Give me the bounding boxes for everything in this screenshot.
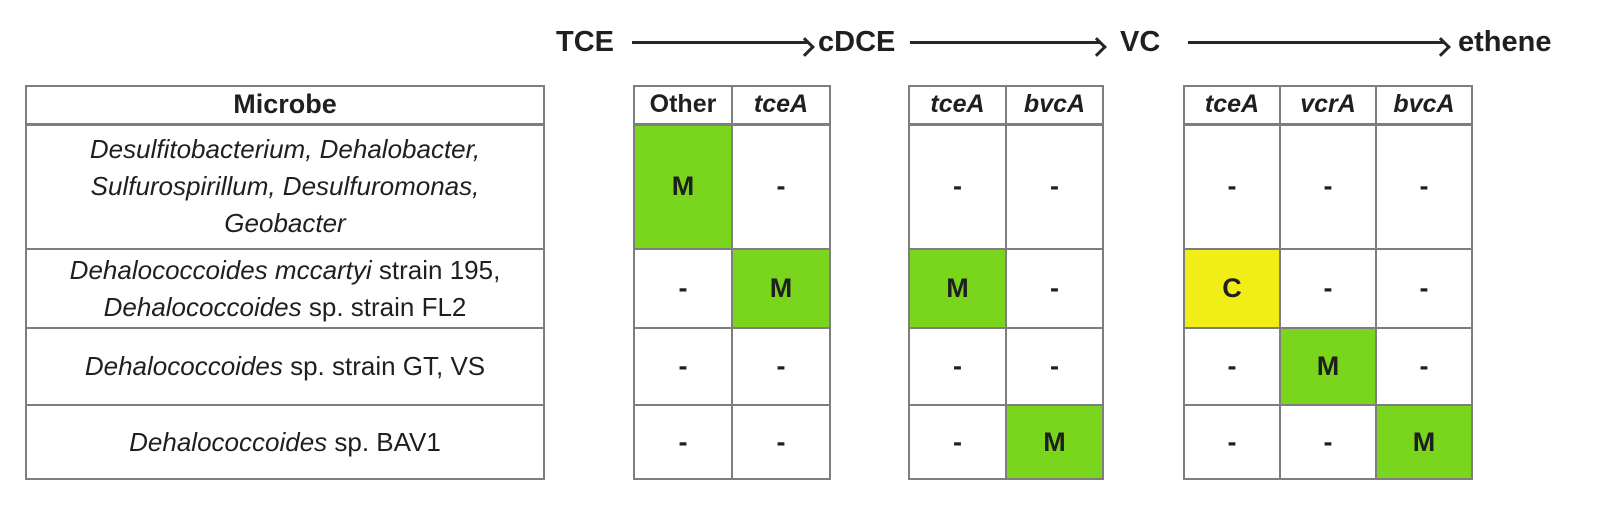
gene-column-header: tceA — [908, 85, 1007, 126]
gene-cell: - — [1183, 123, 1281, 250]
microbe-row: Dehalococcoides mccartyi strain 195,Deha… — [25, 248, 545, 329]
gene-row: -- — [633, 404, 831, 480]
gene-cell: M — [1005, 404, 1104, 480]
gene-cell: C — [1183, 248, 1281, 329]
gene-row: C-- — [1183, 248, 1473, 329]
gene-cell: - — [731, 123, 831, 250]
gene-row: M- — [633, 123, 831, 250]
gene-cell: - — [633, 327, 733, 406]
gene-cell: - — [1005, 327, 1104, 406]
gene-row: -M- — [1183, 327, 1473, 406]
gene-cell: - — [908, 404, 1007, 480]
gene-cell: - — [633, 248, 733, 329]
gene-cell: - — [1183, 404, 1281, 480]
gene-column-header: bvcA — [1005, 85, 1104, 126]
gene-cell: - — [908, 327, 1007, 406]
gene-column-header: vcrA — [1279, 85, 1377, 126]
gene-cell: - — [731, 404, 831, 480]
gene-cell: M — [633, 123, 733, 250]
gene-cell: - — [1375, 248, 1473, 329]
compound-label-ethene: ethene — [1458, 26, 1552, 58]
gene-row: -- — [908, 327, 1104, 406]
gene-cell: - — [1005, 123, 1104, 250]
gene-row: -- — [633, 327, 831, 406]
microbe-row: Dehalococcoides sp. BAV1 — [25, 404, 545, 480]
gene-row: -- — [908, 123, 1104, 250]
gene-cell: - — [908, 123, 1007, 250]
gene-row: M- — [908, 248, 1104, 329]
gene-cell: - — [1279, 404, 1377, 480]
gene-cell: M — [731, 248, 831, 329]
microbe-header: Microbe — [25, 85, 545, 126]
gene-column-header: bvcA — [1375, 85, 1473, 126]
microbe-table: Microbe Desulfitobacterium, Dehalobacter… — [25, 85, 545, 480]
gene-cell: - — [1375, 327, 1473, 406]
compound-label-vc: VC — [1120, 26, 1161, 58]
gene-cell: - — [1005, 248, 1104, 329]
gene-row: -M — [633, 248, 831, 329]
microbe-name-cell: Dehalococcoides sp. BAV1 — [25, 404, 545, 480]
gene-column-header: tceA — [1183, 85, 1281, 126]
gene-cell: - — [1279, 248, 1377, 329]
gene-cell: - — [731, 327, 831, 406]
gene-row: --- — [1183, 123, 1473, 250]
gene-cell: M — [908, 248, 1007, 329]
compound-label-cdce: cDCE — [818, 26, 896, 58]
microbe-header-row: Microbe — [25, 85, 545, 126]
gene-column-header: tceA — [731, 85, 831, 126]
microbe-row: Desulfitobacterium, Dehalobacter,Sulfuro… — [25, 123, 545, 250]
gene-cell: - — [633, 404, 733, 480]
right-arrow-icon — [632, 41, 808, 44]
gene-cell: M — [1279, 327, 1377, 406]
gene-column-header: Other — [633, 85, 733, 126]
gene-row: --M — [1183, 404, 1473, 480]
right-arrow-icon — [1188, 41, 1444, 44]
microbe-name-cell: Dehalococcoides mccartyi strain 195,Deha… — [25, 248, 545, 329]
gene-cell: - — [1375, 123, 1473, 250]
microbe-name-cell: Dehalococcoides sp. strain GT, VS — [25, 327, 545, 406]
gene-cell: - — [1279, 123, 1377, 250]
gene-cell: M — [1375, 404, 1473, 480]
compound-label-tce: TCE — [556, 26, 614, 58]
microbe-name-cell: Desulfitobacterium, Dehalobacter,Sulfuro… — [25, 123, 545, 250]
gene-cell: - — [1183, 327, 1281, 406]
right-arrow-icon — [910, 41, 1100, 44]
gene-row: -M — [908, 404, 1104, 480]
microbe-row: Dehalococcoides sp. strain GT, VS — [25, 327, 545, 406]
